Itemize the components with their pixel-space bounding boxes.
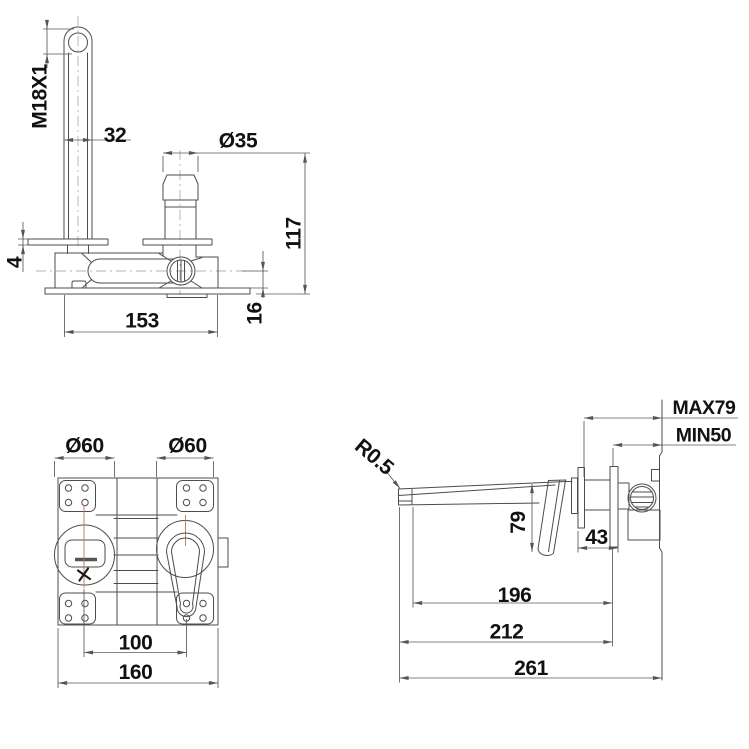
side-tab [217, 537, 229, 568]
spout-profile [398, 481, 573, 506]
label-hole-spacing: 100 [119, 632, 153, 655]
label-overall-width: 160 [119, 661, 153, 684]
label-body-length: 153 [125, 310, 159, 333]
label-riser-width: 32 [104, 124, 127, 147]
dimensions-installed [384, 416, 738, 683]
label-cartridge-diameter: Ø35 [219, 130, 258, 153]
mounting-holes [64, 484, 207, 622]
spout-escutcheon [54, 505, 115, 588]
view-installed-side: MAX79 MIN50 R0.5 79 43 196 212 261 [350, 397, 738, 683]
dimensions-side-section [18, 19, 310, 337]
label-trim-depth: 43 [585, 526, 608, 549]
base-plate [44, 287, 251, 298]
handle-escutcheon [156, 515, 229, 617]
centerlines [36, 16, 258, 295]
bracket-frame [57, 477, 219, 626]
label-reach-inner: 196 [498, 584, 532, 607]
label-escutcheon-right: Ø60 [168, 435, 207, 458]
label-height-117: 117 [283, 217, 306, 250]
handle-lever-inner [171, 537, 200, 614]
handle-profile [537, 479, 567, 556]
flange-plates [27, 238, 213, 246]
label-base-offset: 16 [244, 302, 267, 325]
valve-body [54, 252, 219, 289]
aerator-mark [76, 567, 92, 582]
handle-lever-outer [166, 532, 205, 617]
label-flange-thickness: 4 [4, 256, 27, 268]
trim-and-valve [571, 466, 661, 548]
dimensions-front [54, 456, 219, 688]
label-escutcheon-left: Ø60 [65, 435, 104, 458]
label-max-wall-depth: MAX79 [672, 397, 736, 419]
view-side-section: M18X1 32 Ø35 117 4 153 16 [4, 16, 310, 337]
label-thread: M18X1 [29, 64, 52, 129]
label-min-wall-depth: MIN50 [676, 425, 732, 447]
view-front: Ø60 Ø60 100 160 [54, 435, 229, 688]
cartridge [162, 174, 199, 258]
label-reach-overall: 261 [514, 657, 549, 680]
label-handle-drop: 79 [507, 511, 530, 534]
label-reach-mid: 212 [490, 621, 524, 644]
